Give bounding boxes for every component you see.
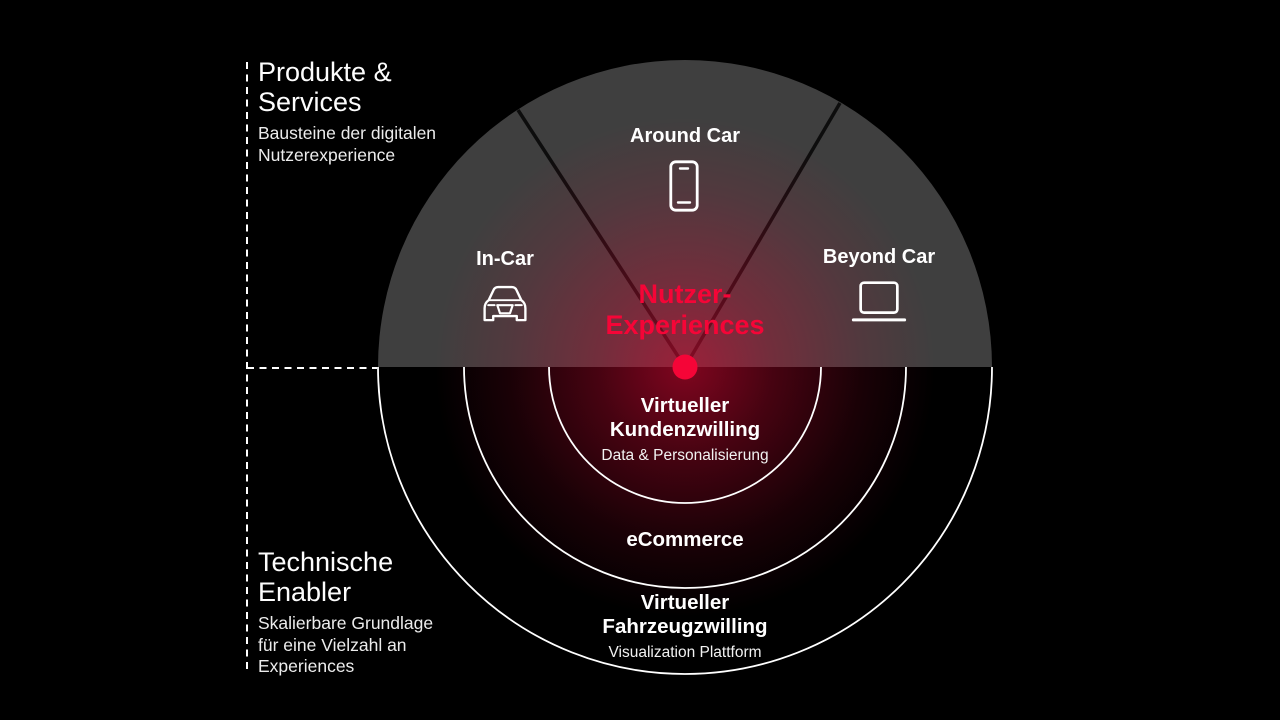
car-icon — [483, 285, 527, 322]
title-line: Technische — [258, 547, 394, 577]
title-line: Produkte & — [258, 57, 392, 87]
center-label-line: Experiences — [605, 310, 765, 340]
smartphone-icon — [669, 160, 699, 212]
ring-label-customer-twin: Virtueller Kundenzwilling Data & Persona… — [601, 394, 768, 465]
segment-label-beyond-car: Beyond Car — [822, 246, 936, 268]
products-services-title: Produkte & Services — [258, 57, 436, 117]
title-line: Enabler — [258, 577, 352, 607]
ring-arc-middle — [463, 366, 907, 589]
ring-arc-inner — [548, 366, 822, 504]
ring-title-line: Virtueller — [640, 394, 730, 417]
ring-title: Virtueller Fahrzeugzwilling — [602, 591, 767, 639]
technical-enabler-title: Technische Enabler — [258, 547, 433, 607]
technical-enabler-panel: Technische Enabler Skalierbare Grundlage… — [258, 547, 433, 678]
ring-arc-outer — [377, 366, 993, 675]
ring-title-line: Fahrzeugzwilling — [602, 615, 768, 638]
subtitle-line: Skalierbare Grundlage — [258, 613, 434, 633]
ring-subtitle: Visualization Plattform — [608, 644, 762, 661]
ring-label-vehicle-twin: Virtueller Fahrzeugzwilling Visualizatio… — [602, 591, 767, 662]
segment-label-around-car: Around Car — [630, 125, 740, 147]
products-services-subtitle: Bausteine der digitalen Nutzerexperience — [258, 123, 436, 166]
ring-label-ecommerce: eCommerce — [626, 528, 744, 551]
center-label-line: Nutzer- — [638, 279, 732, 309]
title-line: Services — [258, 87, 362, 117]
segment-label-in-car: In-Car — [476, 248, 534, 270]
subtitle-line: für eine Vielzahl an — [258, 634, 407, 655]
laptop-icon — [851, 281, 907, 322]
center-dot — [672, 354, 698, 380]
subtitle-line: Nutzerexperience — [258, 144, 396, 165]
ring-subtitle: Data & Personalisierung — [601, 447, 769, 464]
products-services-panel: Produkte & Services Bausteine der digita… — [258, 57, 436, 166]
center-label-nutzer-experiences: Nutzer- Experiences — [605, 279, 764, 341]
ring-title-line: Virtueller — [640, 591, 730, 614]
ring-title: Virtueller Kundenzwilling — [601, 394, 768, 442]
ring-title-line: Kundenzwilling — [609, 418, 761, 441]
subtitle-line: Experiences — [258, 656, 355, 676]
subtitle-line: Bausteine der digitalen — [258, 123, 437, 143]
technical-enabler-subtitle: Skalierbare Grundlage für eine Vielzahl … — [258, 613, 433, 678]
